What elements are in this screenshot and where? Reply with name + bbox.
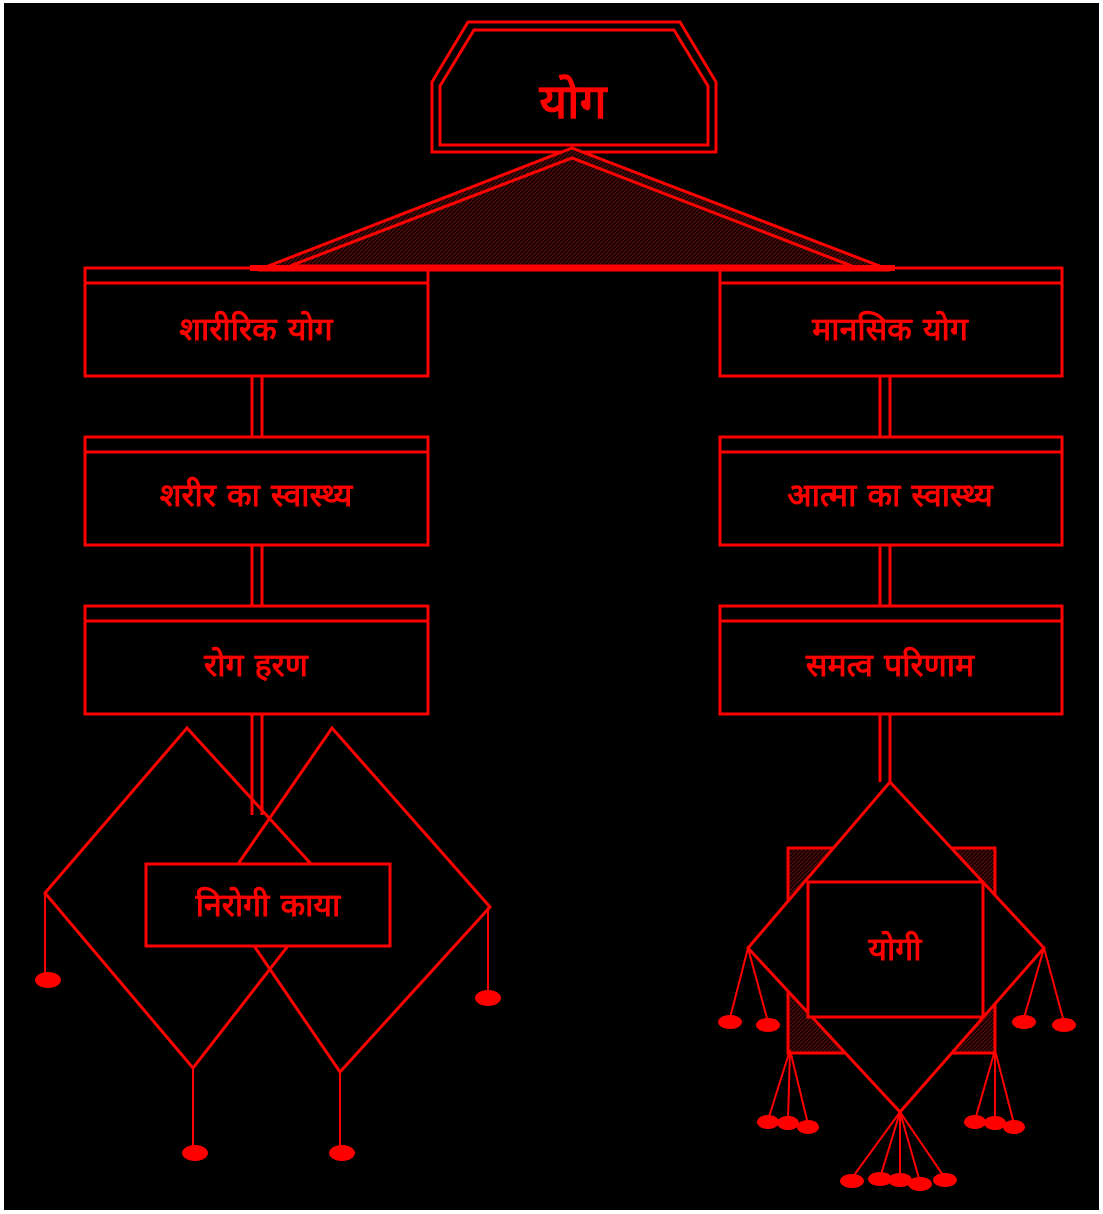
right-step2-label: समत्व परिणाम bbox=[805, 646, 976, 684]
left-title-label: शारीरिक योग bbox=[179, 310, 333, 348]
right-connectors bbox=[878, 376, 892, 782]
root-connector-triangle bbox=[250, 146, 895, 272]
left-step2-box bbox=[83, 604, 430, 716]
left-connectors bbox=[250, 376, 264, 815]
right-title-label: मानसिक योग bbox=[811, 310, 969, 348]
left-title-box bbox=[83, 266, 430, 378]
left-step1-box bbox=[83, 435, 430, 547]
left-step1-label: शरीर का स्वास्थ्य bbox=[160, 476, 354, 514]
pendant-beads bbox=[35, 972, 1076, 1191]
root-node bbox=[430, 20, 718, 154]
root-label: योग bbox=[538, 74, 608, 130]
right-step1-label: आत्मा का स्वास्थ्य bbox=[787, 476, 994, 514]
right-result-label: योगी bbox=[867, 930, 923, 968]
left-result-label: निरोगी काया bbox=[195, 886, 342, 924]
right-result-diamond bbox=[729, 779, 1065, 1183]
left-step2-label: रोग हरण bbox=[203, 646, 310, 684]
left-result-diamonds bbox=[43, 725, 493, 1148]
